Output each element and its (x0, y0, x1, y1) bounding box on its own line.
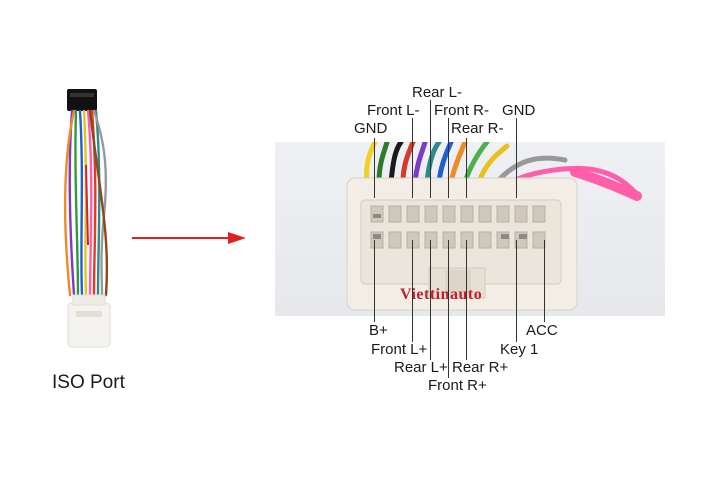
leader-key1 (516, 240, 517, 342)
leader-gnd-right (516, 118, 517, 198)
label-rear-r-plus: Rear R+ (452, 359, 509, 376)
label-key1: Key 1 (500, 341, 539, 358)
leader-front-r-minus (448, 118, 449, 198)
leader-rear-l-plus (430, 240, 431, 360)
leader-front-l-plus (412, 240, 413, 342)
label-gnd-right: GND (502, 102, 536, 119)
iso-port-caption: ISO Port (52, 372, 125, 393)
arrow (130, 229, 250, 247)
leader-rear-r-plus (466, 240, 467, 360)
label-front-l-minus: Front L- (367, 102, 420, 119)
brand-watermark: Viettinauto (400, 286, 482, 304)
label-rear-l-minus: Rear L- (412, 84, 463, 101)
iso-harness (50, 85, 130, 360)
label-front-l-plus: Front L+ (371, 341, 428, 358)
leader-rear-r-minus (466, 138, 467, 198)
label-rear-r-minus: Rear R- (451, 120, 504, 137)
leader-gnd-left (374, 138, 375, 198)
label-acc: ACC (526, 322, 558, 339)
leader-acc (544, 240, 545, 322)
leader-rear-l-minus (430, 100, 431, 198)
leader-front-r-plus (448, 240, 449, 378)
label-front-r-plus: Front R+ (428, 377, 487, 394)
label-front-r-minus: Front R- (434, 102, 490, 119)
connector-illustration (346, 142, 642, 311)
leader-front-l-minus (412, 118, 413, 198)
brand-text: Viettinauto (400, 286, 483, 303)
connector-photo (275, 142, 665, 316)
label-rear-l-plus: Rear L+ (394, 359, 448, 376)
label-gnd-left: GND (354, 120, 388, 137)
leader-b-plus (374, 240, 375, 322)
right-arrow-icon (132, 232, 246, 244)
iso-harness-illustration (64, 89, 111, 348)
label-b-plus: B+ (369, 322, 388, 339)
